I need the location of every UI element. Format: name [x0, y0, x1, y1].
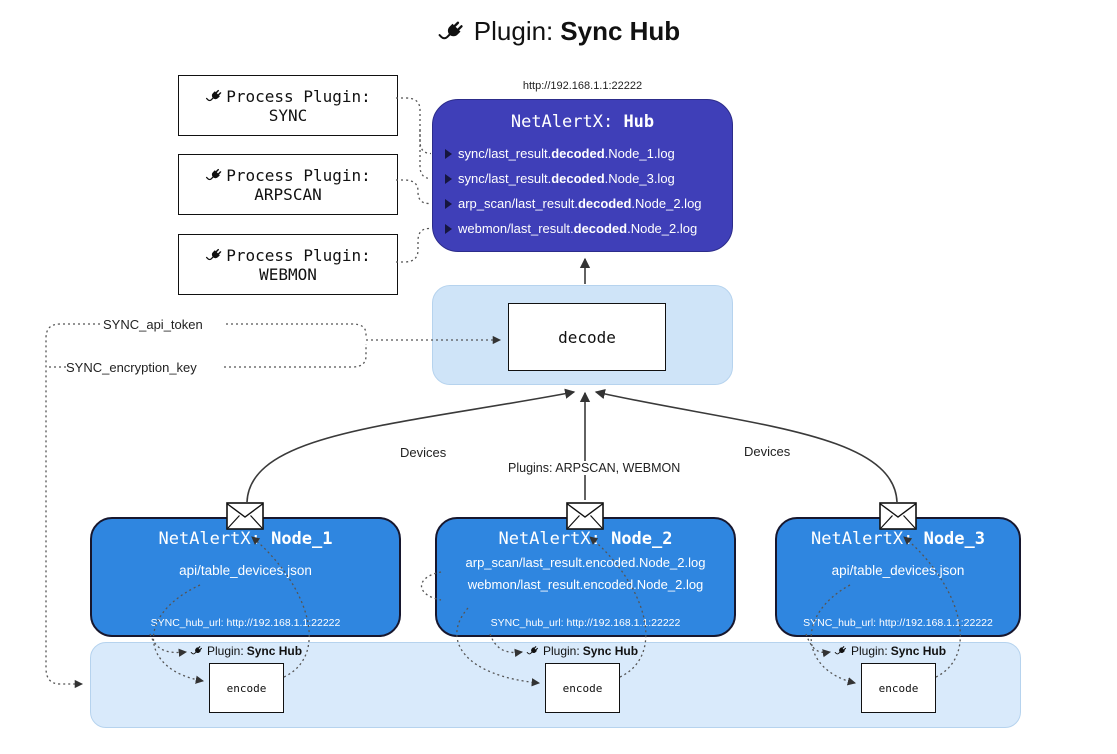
plug-icon: [526, 644, 540, 658]
envelope-icon: [566, 502, 604, 530]
process-plugin-name: WEBMON: [259, 264, 317, 284]
node-2-box: NetAlertX: Node_2 arp_scan/last_result.e…: [435, 517, 736, 637]
node-title: NetAlertX: Node_3: [810, 529, 985, 549]
page-title: Plugin: Sync Hub: [0, 16, 1117, 47]
arrowhead-icon: [445, 198, 452, 209]
node-file: api/table_devices.json: [179, 563, 312, 578]
node-3-box: NetAlertX: Node_3 api/table_devices.json…: [775, 517, 1021, 637]
hub-title: NetAlertX: Hub: [443, 110, 722, 134]
connector-sync-to-log1: [396, 97, 432, 155]
connector-encryption-key-right: [224, 344, 367, 368]
connector-arpscan-to-log3: [396, 179, 431, 205]
hub-log-row: arp_scan/last_result.decoded.Node_2.log: [443, 191, 722, 216]
process-plugin-name: ARPSCAN: [254, 184, 322, 204]
envelope-icon: [226, 502, 264, 530]
connector-sync-to-log2: [419, 130, 432, 180]
encode-box-1: encode: [209, 663, 284, 713]
node-file: arp_scan/last_result.encoded.Node_2.log: [465, 555, 706, 570]
arrowhead-icon: [445, 148, 452, 159]
hub-log-row: sync/last_result.decoded.Node_3.log: [443, 166, 722, 191]
edge-label-plugins-center: Plugins: ARPSCAN, WEBMON: [505, 461, 684, 475]
hub-title-bold: Hub: [623, 112, 655, 132]
hub-url: http://192.168.1.1:22222: [522, 80, 643, 92]
decode-box: decode: [508, 303, 666, 371]
process-plugin-arpscan: Process Plugin: ARPSCAN: [178, 154, 398, 215]
sync-plugin-label-3: Plugin: Sync Hub: [834, 644, 946, 658]
arrowhead-icon: [445, 173, 452, 184]
plug-icon: [834, 644, 848, 658]
node-file-list: api/table_devices.json: [832, 563, 965, 578]
node-title: NetAlertX: Node_2: [498, 529, 673, 549]
plug-icon: [205, 87, 224, 106]
sync-api-token-label: SYNC_api_token: [101, 317, 205, 332]
hub-log-text: sync/last_result.decoded.Node_1.log: [458, 146, 675, 161]
node-file: webmon/last_result.encoded.Node_2.log: [467, 577, 704, 592]
hub-log-text: sync/last_result.decoded.Node_3.log: [458, 171, 675, 186]
connector-secrets-to-band: [45, 323, 100, 689]
sync-encryption-key-label: SYNC_encryption_key: [64, 360, 199, 375]
node-hub-url: SYNC_hub_url: http://192.168.1.1:22222: [803, 617, 993, 629]
hub-log-row: webmon/last_result.decoded.Node_2.log: [443, 216, 722, 241]
process-plugin-sync-label-row: Process Plugin:: [205, 87, 371, 106]
hub-log-text: arp_scan/last_result.decoded.Node_2.log: [458, 196, 702, 211]
hub-title-prefix: NetAlertX:: [510, 112, 624, 132]
edge-label-devices-right: Devices: [741, 444, 794, 459]
process-plugin-webmon: Process Plugin: WEBMON: [178, 234, 398, 295]
hub-log-list: sync/last_result.decoded.Node_1.log sync…: [443, 141, 722, 241]
process-plugin-sync: Process Plugin: SYNC: [178, 75, 398, 136]
plug-icon: [190, 644, 204, 658]
edge-label-devices-left: Devices: [397, 445, 450, 460]
node-hub-url: SYNC_hub_url: http://192.168.1.1:22222: [490, 617, 681, 629]
node-title: NetAlertX: Node_1: [158, 529, 333, 549]
encode-box-3: encode: [861, 663, 936, 713]
process-plugin-label: Process Plugin:: [226, 165, 371, 185]
process-plugin-label: Process Plugin:: [226, 245, 371, 265]
node-1-box: NetAlertX: Node_1 api/table_devices.json…: [90, 517, 401, 637]
page-title-bold: Sync Hub: [560, 16, 681, 46]
connector-webmon-to-log4: [396, 227, 431, 263]
hub-log-row: sync/last_result.decoded.Node_1.log: [443, 141, 722, 166]
process-plugin-name: SYNC: [268, 105, 308, 125]
hub-box: NetAlertX: Hub sync/last_result.decoded.…: [432, 99, 733, 252]
sync-plugin-label-2: Plugin: Sync Hub: [526, 644, 638, 658]
node-file-list: arp_scan/last_result.encoded.Node_2.log …: [466, 555, 706, 592]
node-hub-url: SYNC_hub_url: http://192.168.1.1:22222: [150, 617, 341, 629]
arrowhead-icon: [445, 223, 452, 234]
plug-icon: [205, 246, 224, 265]
envelope-icon: [879, 502, 917, 530]
process-plugin-arpscan-label-row: Process Plugin:: [205, 166, 371, 185]
plug-icon: [205, 166, 224, 185]
process-plugin-webmon-label-row: Process Plugin:: [205, 246, 371, 265]
page-title-prefix: Plugin:: [473, 16, 554, 46]
process-plugin-label: Process Plugin:: [226, 86, 371, 106]
node-file-list: api/table_devices.json: [179, 563, 312, 578]
encode-box-2: encode: [545, 663, 620, 713]
node-file: api/table_devices.json: [831, 563, 965, 578]
hub-log-text: webmon/last_result.decoded.Node_2.log: [458, 221, 698, 236]
sync-plugin-label-1: Plugin: Sync Hub: [190, 644, 302, 658]
plug-icon: [437, 17, 467, 47]
connector-api-token-right: [226, 323, 367, 338]
